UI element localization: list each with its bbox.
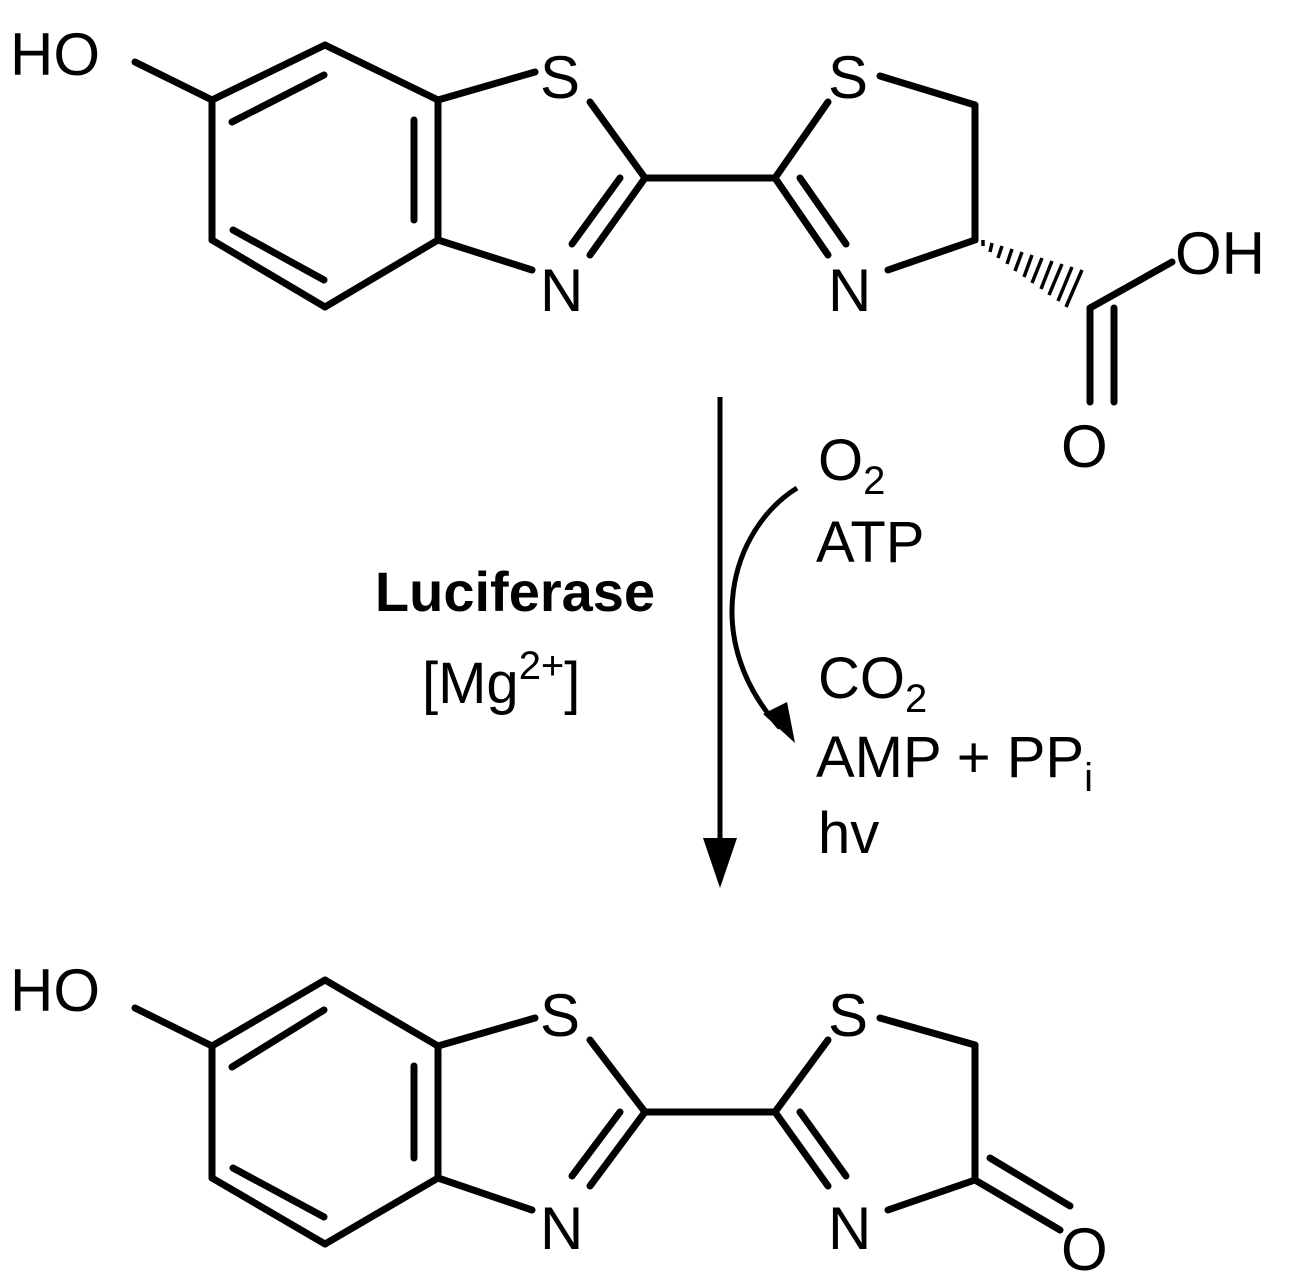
bond <box>568 1108 624 1180</box>
bond <box>568 174 624 248</box>
cofactor-label: [Mg2+] <box>422 644 580 716</box>
bond <box>771 1036 832 1116</box>
bond <box>586 174 649 259</box>
bond <box>434 1174 536 1214</box>
atom-label-nitrogen: N <box>828 257 871 324</box>
bond <box>208 1174 329 1248</box>
reactant-atoms: HO S N S N OH O <box>10 21 1265 480</box>
hash-line <box>1056 266 1074 302</box>
co2-byproduct: CO2 <box>818 646 927 721</box>
atp-reagent: ATP <box>816 510 925 575</box>
hash-line <box>988 242 994 253</box>
amp-ppi-text: AMP + PP <box>816 725 1084 790</box>
bond <box>434 1014 539 1050</box>
bond <box>876 72 979 109</box>
hash-line <box>1022 254 1034 278</box>
product-bonds <box>131 976 1074 1248</box>
hash-line <box>1047 263 1064 296</box>
curved-arrowhead <box>763 702 795 743</box>
bond <box>796 1108 850 1180</box>
reagents-in: O2 ATP <box>816 428 925 575</box>
atom-label-sulfur: S <box>540 44 580 111</box>
bond <box>229 226 328 284</box>
hash-line <box>1064 269 1084 308</box>
bond <box>586 1108 649 1190</box>
product-oxyluciferin: HO S N S N O <box>10 957 1108 1283</box>
oxygen-subscript: 2 <box>863 459 885 503</box>
amp-ppi-byproduct: AMP + PPi <box>816 725 1093 800</box>
hash-line <box>996 245 1004 259</box>
atom-label-carbonyl-oxygen: O <box>1061 413 1108 480</box>
hashed-wedge-bond <box>981 240 1084 308</box>
atom-label-nitrogen: N <box>540 257 583 324</box>
co2-symbol: CO <box>818 646 905 711</box>
bond <box>228 71 328 126</box>
bond <box>986 1154 1074 1210</box>
bond <box>321 41 442 104</box>
bond <box>884 1176 979 1214</box>
atom-label-keto-oxygen: O <box>1061 1216 1108 1283</box>
hash-line <box>1005 248 1014 265</box>
atom-label-sulfur: S <box>828 982 868 1049</box>
hash-line <box>1013 251 1024 272</box>
bond <box>796 174 850 248</box>
bond <box>208 236 329 311</box>
bond <box>771 1108 832 1190</box>
reaction-arrow-group <box>703 397 799 888</box>
enzyme-label: Luciferase <box>375 560 655 623</box>
bond <box>131 1004 216 1050</box>
cofactor-open: [Mg <box>422 651 519 716</box>
bond <box>771 98 832 182</box>
hash-line <box>1030 257 1044 284</box>
product-atoms: HO S N S N O <box>10 957 1108 1283</box>
bond <box>228 1006 328 1071</box>
atom-label-hydroxyl: HO <box>10 957 100 1024</box>
ppi-subscript: i <box>1084 756 1093 800</box>
bond <box>586 1036 649 1116</box>
atom-label-hydroxyl: HO <box>10 21 100 88</box>
bond <box>876 1014 979 1049</box>
oxygen-reagent: O2 <box>818 428 885 503</box>
bond <box>229 1164 328 1221</box>
reactant-bonds <box>131 41 1176 406</box>
cofactor-charge: 2+ <box>519 644 565 688</box>
bond <box>434 68 539 104</box>
bond <box>434 236 536 274</box>
bond <box>771 174 832 259</box>
co2-subscript: 2 <box>905 677 927 721</box>
reaction-arrowhead <box>703 838 737 888</box>
bond <box>131 58 216 104</box>
reaction-conditions: Luciferase [Mg2+] <box>375 560 655 716</box>
bond <box>321 236 442 311</box>
bond <box>1086 258 1176 312</box>
light-byproduct: hv <box>818 801 879 866</box>
hash-line <box>1039 260 1054 290</box>
bond <box>208 41 329 104</box>
bond <box>884 236 979 274</box>
curved-side-arrow <box>729 485 799 730</box>
bond <box>208 976 329 1050</box>
byproducts-out: CO2 AMP + PPi hv <box>816 646 1093 866</box>
reactant-luciferin: HO S N S N OH O <box>10 21 1265 480</box>
atom-label-sulfur: S <box>828 44 868 111</box>
oxygen-symbol: O <box>818 428 863 493</box>
bond <box>971 1176 1064 1234</box>
cofactor-close: ] <box>564 651 580 716</box>
atom-label-hydroxyl-acid: OH <box>1175 220 1265 287</box>
bond <box>321 1174 442 1248</box>
atom-label-nitrogen: N <box>540 1195 583 1262</box>
atom-label-nitrogen: N <box>828 1195 871 1262</box>
bond <box>321 976 442 1050</box>
atom-label-sulfur: S <box>540 982 580 1049</box>
bond <box>586 98 649 182</box>
